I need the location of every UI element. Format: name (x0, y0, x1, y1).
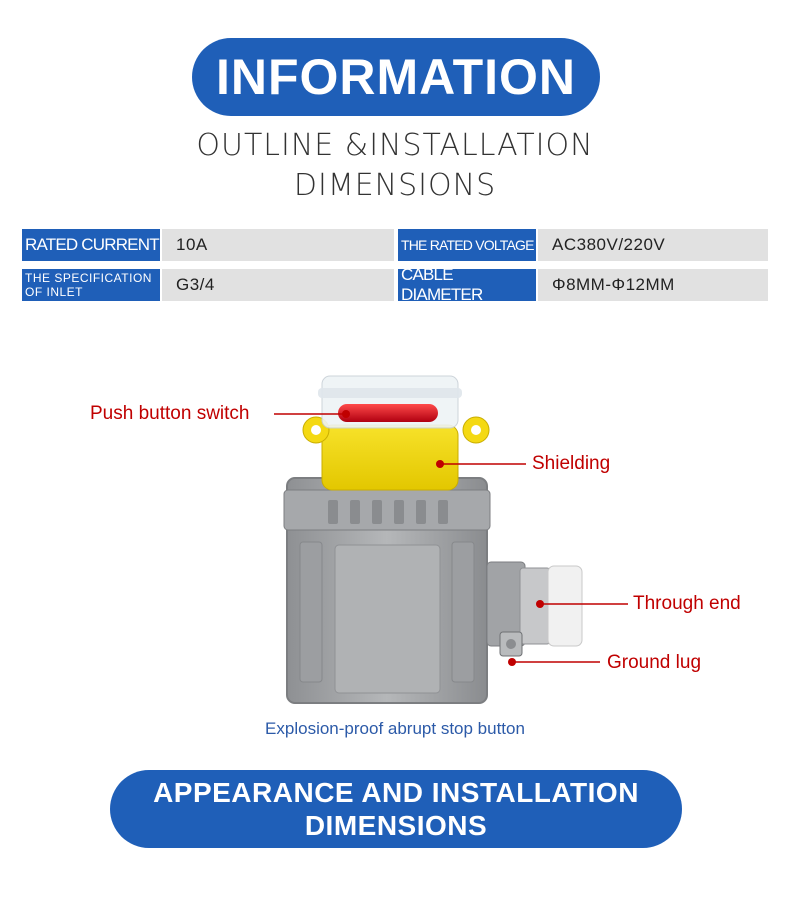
ground-lug (499, 631, 523, 657)
rated-voltage-label: THE RATED VOLTAGE (398, 229, 536, 261)
inlet-value: G3/4 (162, 269, 394, 301)
housing (283, 477, 491, 704)
inlet-label: THE SPECIFICATION OF INLET (22, 269, 160, 301)
inlet-label-line2: OF INLET (25, 285, 84, 299)
rated-current-value: 10A (162, 229, 394, 261)
push-button-dot (342, 410, 350, 418)
cable-diameter-value: Φ8MM-Φ12MM (538, 269, 768, 301)
push-button (338, 404, 438, 422)
shielding-callout: Shielding (532, 453, 611, 474)
through-end-dot (536, 600, 544, 608)
inlet-label-line1: THE SPECIFICATION (25, 271, 152, 285)
information-banner: INFORMATION (192, 38, 600, 116)
through-end-gland (486, 561, 583, 647)
product-caption: Explosion-proof abrupt stop button (265, 719, 525, 738)
shielding-dot (436, 460, 444, 468)
product-diagram: Push button switch Shielding Through end… (0, 340, 790, 720)
ground-lug-callout: Ground lug (607, 652, 702, 673)
explosion-proof-button-illustration (274, 375, 628, 704)
spec-row-2: THE SPECIFICATION OF INLET G3/4 CABLE DI… (22, 265, 768, 304)
spec-row-1: RATED CURRENT 10A THE RATED VOLTAGE AC38… (22, 229, 768, 261)
through-end-callout: Through end (633, 593, 741, 614)
ground-lug-dot (508, 658, 516, 666)
cable-diameter-label: CABLE DIAMETER (398, 265, 536, 304)
rated-current-label: RATED CURRENT (22, 229, 160, 261)
dimensions-subtitle: DIMENSIONS (293, 168, 497, 203)
appearance-title-line2: DIMENSIONS (304, 810, 488, 841)
appearance-title-line1: APPEARANCE AND INSTALLATION (153, 777, 639, 808)
shielding-cover (302, 375, 490, 491)
rated-voltage-value: AC380V/220V (538, 229, 768, 261)
appearance-banner: APPEARANCE AND INSTALLATION DIMENSIONS (110, 770, 682, 848)
push-button-callout: Push button switch (90, 403, 250, 424)
callout-lines (274, 413, 628, 663)
outline-subtitle: OUTLINE &INSTALLATION (196, 128, 594, 163)
information-title: INFORMATION (215, 49, 577, 105)
